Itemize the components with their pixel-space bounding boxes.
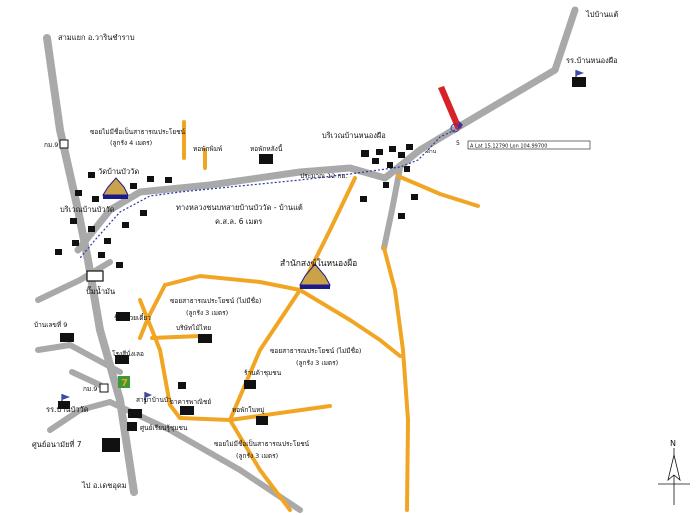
flag-icon-2 (144, 392, 152, 404)
gravel-road-10 (396, 174, 480, 208)
target-marker-icon (438, 86, 463, 133)
highway-main (43, 34, 138, 496)
label-kno-2: กม.9 (83, 385, 97, 393)
label-shop-7: อาคารพาณิชย์ (170, 398, 211, 406)
label-distance: ประมาณ 12 กม. (300, 172, 348, 180)
label-main-road-sub: ค.ส.ล. 6 เมตร (215, 217, 262, 226)
label-soi-3: ซอยไม่มีชื่อเป็นสาธารณประโยชน์ (214, 439, 310, 448)
label-shop-6: ศูนย์เรียนรู้ชุมชน (140, 424, 188, 432)
label-shop-2: โรงสีนั่งเลอ (112, 349, 144, 358)
label-ban-nong-phue: บริเวณบ้านหนองผือ (322, 131, 386, 140)
label-health-center: ศูนย์อนามัยที่ 7 (32, 439, 82, 449)
label-school-nong-phue: รร.บ้านหนองผือ (566, 56, 618, 65)
label-dorm2: หอพักหลังนี้ (250, 144, 283, 153)
road-buawat-bannae (74, 6, 579, 254)
label-shop-1: ร้านก๋วยเตี๋ยว (114, 313, 151, 322)
milestone-icon (99, 383, 109, 393)
gravel-road-2 (163, 274, 302, 292)
label-kno: กม.9 (44, 141, 58, 149)
label-soi-1-sub: (ลูกรัง 3 เมตร) (186, 309, 228, 317)
coord-text: A Lat 15.12790 Lon 104.99700 (470, 144, 547, 150)
road-left-1 (35, 259, 113, 303)
label-wat: วัดบ้านบัววัด (98, 167, 139, 176)
label-soi-3-sub: (ลูกรัง 3 เมตร) (236, 452, 278, 460)
label-soi-4m-sub: (ลูกรัง 4 เมตร) (110, 139, 152, 147)
road-left-5 (69, 369, 103, 388)
gas-station-icon (86, 270, 104, 282)
label-to-ban-nae: ไปบ้านแต้ (585, 10, 618, 19)
gravel-road-5 (138, 298, 182, 420)
labels: สามแยก อ.วารินชำราบ ไปบ้านแต้ รร.บ้านหนอ… (32, 10, 618, 490)
gravel-road-3 (298, 288, 402, 358)
label-hospital: หอพักในหมู่ (232, 406, 265, 414)
buildings (55, 144, 418, 452)
label-ban-buawat: บริเวณบ้านบัววัด (60, 205, 115, 214)
route-line (79, 129, 456, 259)
gravel-road-6 (138, 283, 167, 340)
gravel-road-9 (228, 418, 292, 512)
svg-text:7: 7 (121, 378, 128, 389)
label-shop-4: สาขาบ้านบัว (136, 396, 172, 404)
gravel-road-4 (382, 246, 410, 512)
school-flag-icon (58, 394, 70, 409)
label-market: ร้านค้าชุมชน (244, 369, 282, 377)
label-shop-3: บริษัทไม้ไทย (176, 324, 211, 332)
north-arrow-icon: N (658, 439, 690, 505)
label-main-road: ทางหลวงชนบทสายบ้านบัววัด - บ้านแต้ (176, 203, 303, 212)
road-left-2 (35, 342, 123, 375)
label-to-detudom: ไป อ.เดชอุดม (81, 481, 127, 490)
svg-text:N: N (670, 439, 676, 448)
road-left-3 (47, 399, 113, 433)
coordinate-box: A Lat 15.12790 Lon 104.99700 (467, 140, 591, 150)
road-south-spur (381, 165, 403, 251)
seven-eleven-icon: 7 (118, 376, 130, 389)
label-soi-4m: ซอยไม่มีชื่อเป็นสาธารณประโยชน์ (90, 127, 186, 136)
flag-icon (572, 70, 586, 87)
label-monk-office: สำนักสงฆ์ในหนองผือ (280, 258, 357, 269)
label-shop-8: บ้านเลขที่ 9 (34, 320, 67, 329)
gravel-roads (138, 120, 480, 512)
label-gas-station: ปั๊มน้ำมัน (86, 286, 115, 296)
temple-icon (102, 177, 129, 199)
label-school-buawat: รร.บ้านบัววัด (46, 405, 89, 414)
label-to-wariin: สามแยก อ.วารินชำราบ (58, 33, 135, 42)
label-soi-1: ซอยสาธารณประโยชน์ (ไม่มีชื่อ) (170, 296, 261, 305)
monk-office-icon (299, 263, 331, 289)
label-dorm1: หอพักพิมพ์ (193, 145, 222, 153)
label-soi-2: ซอยสาธารณประโยชน์ (ไม่มีชื่อ) (270, 346, 361, 355)
road-marker: ผ่าน (427, 149, 437, 155)
gravel-road-7 (150, 334, 202, 340)
point-label: 5 (456, 140, 460, 147)
milestone-icon (59, 139, 69, 149)
label-soi-2-sub: (ลูกรัง 3 เมตร) (296, 359, 338, 367)
